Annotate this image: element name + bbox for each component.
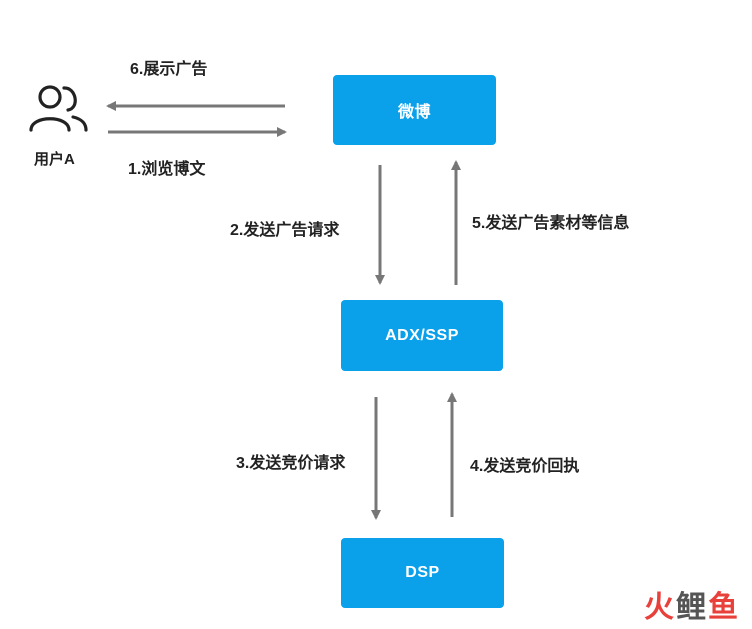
watermark-char-2: 鲤: [676, 591, 706, 624]
watermark-logo: 火 鲤 鱼: [644, 593, 738, 623]
label-step4: 4.发送竞价回执: [470, 458, 580, 475]
adx-ssp-node: ADX/SSP: [341, 300, 503, 371]
user-label: 用户A: [34, 151, 75, 168]
label-step2: 2.发送广告请求: [230, 222, 340, 239]
label-step5: 5.发送广告素材等信息: [472, 215, 630, 232]
watermark-char-1: 火: [644, 591, 674, 624]
users-icon: [29, 85, 88, 132]
watermark-char-3: 鱼: [708, 591, 738, 624]
dsp-node: DSP: [341, 538, 504, 608]
label-step3: 3.发送竞价请求: [236, 455, 346, 472]
label-step1: 1.浏览博文: [128, 161, 206, 178]
label-step6: 6.展示广告: [130, 61, 208, 78]
weibo-node: 微博: [333, 75, 496, 145]
